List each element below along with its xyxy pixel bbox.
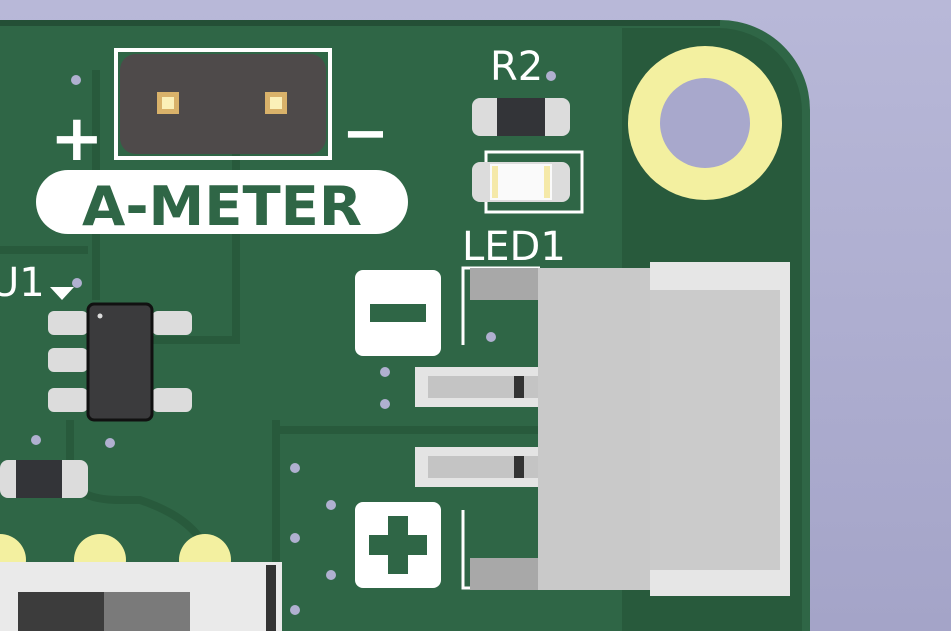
connector-pin-tip (514, 456, 524, 478)
board-top-edge (0, 20, 720, 26)
via (546, 71, 556, 81)
u1-label: U1 (0, 260, 45, 306)
switch-slider-shade (104, 592, 190, 631)
ameter-header-outline (114, 48, 332, 160)
connector-pin-tip (514, 376, 524, 398)
connector-face (650, 290, 780, 570)
connector-latch (470, 268, 540, 300)
plus-icon (369, 516, 427, 574)
minus-icon (370, 304, 426, 322)
switch-slider (18, 592, 104, 631)
header-pin-2-top (270, 97, 282, 109)
led1-label: LED1 (462, 224, 566, 270)
connector-pin-inner (428, 376, 538, 398)
u1-chip (86, 302, 154, 422)
ameter-label-badge (36, 170, 408, 234)
vias (31, 332, 496, 615)
led1-body (490, 164, 552, 200)
u1-pin1-dot (97, 313, 103, 319)
led1-terminal (492, 166, 498, 198)
connector-front (538, 268, 650, 590)
connector-latch (470, 558, 540, 590)
r2-body (497, 98, 545, 136)
header-pin-1-top (162, 97, 174, 109)
minus-label: − (342, 101, 389, 166)
ameter-label: A-METER (82, 175, 362, 238)
via (71, 75, 81, 85)
switch-edge (266, 565, 276, 631)
u1-pads (48, 311, 192, 412)
r2-label: R2 (490, 44, 543, 90)
pin1-marker-icon (50, 287, 74, 300)
ameter-header-body (120, 54, 326, 154)
resistor-body (16, 460, 62, 498)
mounting-hole (660, 78, 750, 168)
plus-label: + (50, 102, 104, 176)
led1-terminal (544, 166, 550, 198)
via (72, 278, 82, 288)
connector-pin-inner (428, 456, 538, 478)
